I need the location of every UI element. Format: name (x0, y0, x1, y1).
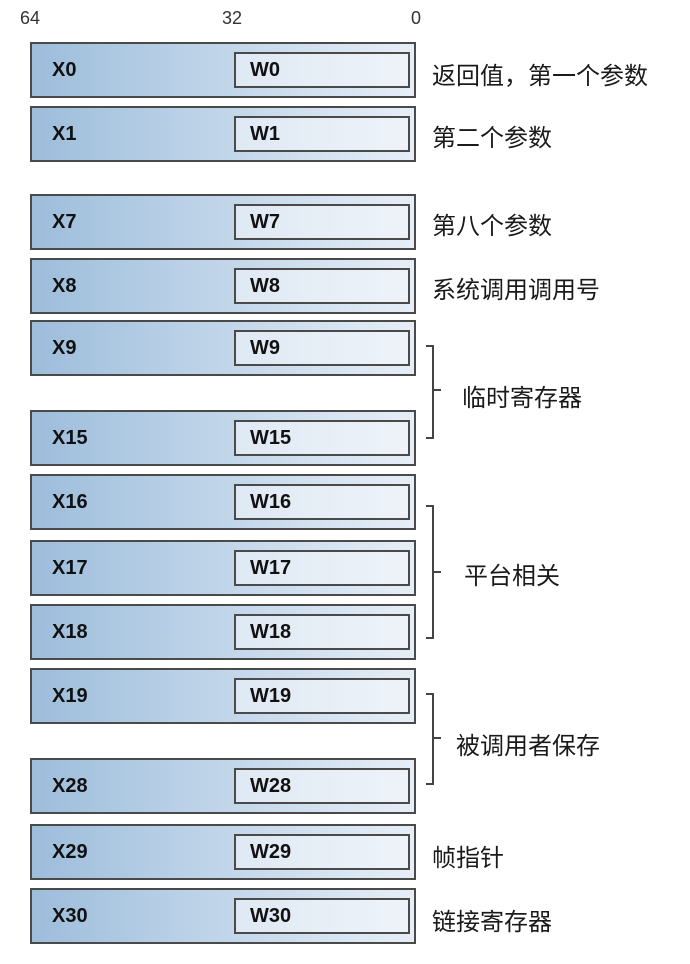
w-register-name: W30 (250, 905, 292, 927)
w-register-name: W1 (250, 123, 280, 145)
register-x17: X17 W17 (30, 540, 416, 596)
x-register-name: X1 (52, 123, 77, 145)
bit-label-64: 64 (20, 8, 41, 28)
w-register-name: W16 (250, 491, 292, 513)
w-register-name: W0 (250, 59, 280, 81)
x-register-name: X7 (52, 211, 77, 233)
desc-eighth-arg: 第八个参数 (432, 212, 552, 240)
x-register-name: X0 (52, 59, 77, 81)
desc-temp-registers: 临时寄存器 (462, 384, 582, 412)
x-register-name: X9 (52, 337, 77, 359)
x-register-name: X15 (52, 427, 88, 449)
desc-second-arg: 第二个参数 (432, 124, 552, 152)
x-register-name: X28 (52, 775, 88, 797)
w-register-box: W16 (234, 484, 410, 520)
desc-platform-specific: 平台相关 (464, 562, 560, 590)
w-register-box: W15 (234, 420, 410, 456)
w-register-box: W0 (234, 52, 410, 88)
w-register-box: W30 (234, 898, 410, 934)
w-register-name: W19 (250, 685, 292, 707)
w-register-box: W7 (234, 204, 410, 240)
w-register-box: W19 (234, 678, 410, 714)
w-register-box: W1 (234, 116, 410, 152)
desc-return-value: 返回值，第一个参数 (432, 62, 648, 90)
w-register-box: W17 (234, 550, 410, 586)
w-register-name: W15 (250, 427, 292, 449)
w-register-box: W29 (234, 834, 410, 870)
register-x8: X8 W8 (30, 258, 416, 314)
w-register-box: W18 (234, 614, 410, 650)
bracket-temp-registers (426, 345, 441, 439)
x-register-name: X29 (52, 841, 88, 863)
register-x19: X19 W19 (30, 668, 416, 724)
register-x29: X29 W29 (30, 824, 416, 880)
register-x16: X16 W16 (30, 474, 416, 530)
x-register-name: X17 (52, 557, 88, 579)
w-register-name: W18 (250, 621, 292, 643)
register-x18: X18 W18 (30, 604, 416, 660)
x-register-name: X16 (52, 491, 88, 513)
desc-syscall-number: 系统调用调用号 (432, 276, 600, 304)
register-x7: X7 W7 (30, 194, 416, 250)
x-register-name: X18 (52, 621, 88, 643)
w-register-name: W29 (250, 841, 292, 863)
bracket-callee-saved (426, 693, 441, 785)
register-x30: X30 W30 (30, 888, 416, 944)
w-register-name: W28 (250, 775, 292, 797)
bit-label-0: 0 (411, 8, 422, 28)
w-register-name: W17 (250, 557, 292, 579)
register-x15: X15 W15 (30, 410, 416, 466)
x-register-name: X30 (52, 905, 88, 927)
x-register-name: X19 (52, 685, 88, 707)
w-register-box: W8 (234, 268, 410, 304)
x-register-name: X8 (52, 275, 77, 297)
desc-frame-pointer: 帧指针 (432, 844, 504, 872)
bit-label-32: 32 (222, 8, 243, 28)
register-x0: X0 W0 (30, 42, 416, 98)
w-register-name: W7 (250, 211, 280, 233)
register-x28: X28 W28 (30, 758, 416, 814)
w-register-box: W28 (234, 768, 410, 804)
desc-link-register: 链接寄存器 (432, 908, 552, 936)
desc-callee-saved: 被调用者保存 (456, 732, 600, 760)
bracket-platform-specific (426, 505, 441, 639)
register-x9: X9 W9 (30, 320, 416, 376)
w-register-box: W9 (234, 330, 410, 366)
register-x1: X1 W1 (30, 106, 416, 162)
w-register-name: W9 (250, 337, 280, 359)
w-register-name: W8 (250, 275, 280, 297)
